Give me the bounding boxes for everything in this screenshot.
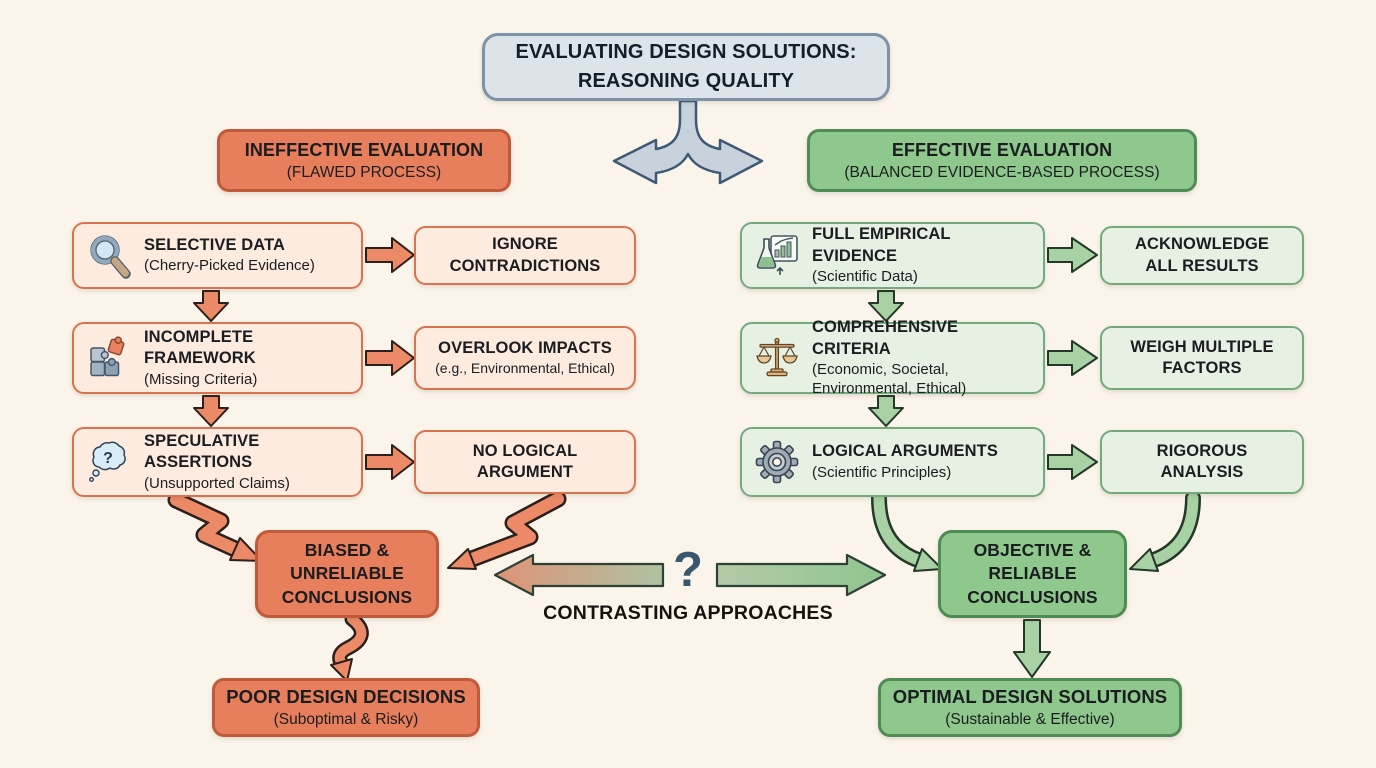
flask-chart-icon xyxy=(754,233,800,279)
effective-header-subtitle: (BALANCED EVIDENCE-BASED PROCESS) xyxy=(844,164,1160,181)
ineffective-step-3-box: ? SPECULATIVE ASSERTIONS (Unsupported Cl… xyxy=(72,427,363,497)
question-mark: ? xyxy=(673,543,703,597)
effective-step-2-box: COMPREHENSIVE CRITERIA (Economic, Societ… xyxy=(740,318,1045,397)
arrow-right-row3-right xyxy=(1047,444,1098,480)
fork-arrow xyxy=(612,99,764,185)
arrow-down-to-optimal xyxy=(1013,619,1051,678)
step-title: LOGICAL ARGUMENTS xyxy=(812,442,998,461)
page-title: EVALUATING DESIGN SOLUTIONS: REASONING Q… xyxy=(515,41,857,92)
arrow-down-left-2 xyxy=(193,395,229,427)
outcome-title: OPTIMAL DESIGN SOLUTIONS xyxy=(892,686,1168,708)
biased-conclusions-box: BIASED & UNRELIABLE CONCLUSIONS xyxy=(255,530,439,618)
step-title: COMPREHENSIVE CRITERIA xyxy=(812,318,959,358)
bolt-head-down xyxy=(330,658,353,682)
ineffective-consequence-1-box: IGNORE CONTRADICTIONS xyxy=(414,226,636,285)
step-subtitle: (Economic, Societal, Environmental, Ethi… xyxy=(812,361,967,397)
step-title: SELECTIVE DATA xyxy=(144,235,286,254)
contrast-arrow-right xyxy=(715,553,887,597)
bolt-arrows xyxy=(167,490,567,682)
conclusion-text: BIASED & UNRELIABLE CONCLUSIONS xyxy=(281,539,413,607)
magnifier-icon xyxy=(86,233,132,279)
arrow-down-right-2 xyxy=(868,395,904,427)
consequence-text: NO LOGICAL ARGUMENT xyxy=(472,441,578,481)
step-title: FULL EMPIRICAL EVIDENCE xyxy=(812,225,951,265)
consequence-text: OVERLOOK IMPACTS xyxy=(438,339,612,358)
ineffective-consequence-3-box: NO LOGICAL ARGUMENT xyxy=(414,430,636,494)
bolt-head-right xyxy=(447,548,477,570)
contrast-arrow-left xyxy=(493,553,665,597)
effective-arrows xyxy=(868,237,1098,678)
title-box: EVALUATING DESIGN SOLUTIONS: REASONING Q… xyxy=(482,33,890,101)
step-subtitle: (Scientific Principles) xyxy=(812,463,952,481)
svg-text:?: ? xyxy=(103,450,113,467)
ineffective-step-1-box: SELECTIVE DATA (Cherry-Picked Evidence) xyxy=(72,222,363,289)
step-subtitle: (Scientific Data) xyxy=(812,268,918,286)
curve-head-right xyxy=(1129,548,1159,572)
consequence-note: (e.g., Environmental, Ethical) xyxy=(435,360,615,377)
consequence-text: WEIGH MULTIPLE FACTORS xyxy=(1130,337,1274,377)
arrow-right-row2-left xyxy=(365,340,415,376)
ineffective-arrows xyxy=(193,237,415,480)
puzzle-icon xyxy=(86,335,132,381)
arrow-right-row2-right xyxy=(1047,340,1098,376)
consequence-text: RIGOROUS ANALYSIS xyxy=(1156,441,1248,481)
thought-bubble-icon: ? xyxy=(86,439,132,485)
consequence-text: ACKNOWLEDGE ALL RESULTS xyxy=(1134,235,1269,275)
ineffective-header-subtitle: (FLAWED PROCESS) xyxy=(286,164,442,181)
arrow-right-row3-left xyxy=(365,444,415,480)
step-title: INCOMPLETE FRAMEWORK xyxy=(144,327,256,368)
effective-consequence-2-box: WEIGH MULTIPLE FACTORS xyxy=(1100,326,1304,390)
contrast-label: CONTRASTING APPROACHES xyxy=(543,602,833,624)
arrow-right-row1-left xyxy=(365,237,415,273)
objective-conclusions-box: OBJECTIVE & RELIABLE CONCLUSIONS xyxy=(938,530,1127,618)
effective-consequence-3-box: RIGOROUS ANALYSIS xyxy=(1100,430,1304,494)
effective-step-1-box: FULL EMPIRICAL EVIDENCE (Scientific Data… xyxy=(740,222,1045,289)
effective-consequence-1-box: ACKNOWLEDGE ALL RESULTS xyxy=(1100,226,1304,285)
arrow-right-row1-right xyxy=(1047,237,1098,273)
gear-icon xyxy=(754,439,800,485)
step-subtitle: (Cherry-Picked Evidence) xyxy=(144,257,315,275)
outcome-title: POOR DESIGN DECISIONS xyxy=(226,686,466,708)
curved-arrows xyxy=(871,490,1201,572)
ineffective-consequence-2-box: OVERLOOK IMPACTS (e.g., Environmental, E… xyxy=(414,326,636,390)
poor-decisions-box: POOR DESIGN DECISIONS (Suboptimal & Risk… xyxy=(212,678,480,737)
consequence-text: IGNORE CONTRADICTIONS xyxy=(449,235,601,275)
ineffective-header: INEFFECTIVE EVALUATION (FLAWED PROCESS) xyxy=(217,129,511,192)
arrow-down-right-1 xyxy=(868,290,904,322)
arrow-down-left-1 xyxy=(193,290,229,322)
conclusion-text: OBJECTIVE & RELIABLE CONCLUSIONS xyxy=(967,539,1098,607)
effective-header-title: EFFECTIVE EVALUATION xyxy=(891,139,1113,160)
effective-step-3-box: LOGICAL ARGUMENTS (Scientific Principles… xyxy=(740,427,1045,497)
ineffective-header-title: INEFFECTIVE EVALUATION xyxy=(244,139,484,160)
scales-icon xyxy=(754,335,800,381)
outcome-subtitle: (Sustainable & Effective) xyxy=(945,711,1115,729)
step-title: SPECULATIVE ASSERTIONS xyxy=(144,431,260,472)
step-subtitle: (Missing Criteria) xyxy=(144,370,258,388)
outcome-subtitle: (Suboptimal & Risky) xyxy=(273,711,419,729)
bolt-head-left xyxy=(229,537,263,562)
ineffective-step-2-box: INCOMPLETE FRAMEWORK (Missing Criteria) xyxy=(72,322,363,394)
optimal-solutions-box: OPTIMAL DESIGN SOLUTIONS (Sustainable & … xyxy=(878,678,1182,737)
effective-header: EFFECTIVE EVALUATION (BALANCED EVIDENCE-… xyxy=(807,129,1197,192)
step-subtitle: (Unsupported Claims) xyxy=(144,474,290,492)
curve-head-left xyxy=(913,548,943,572)
